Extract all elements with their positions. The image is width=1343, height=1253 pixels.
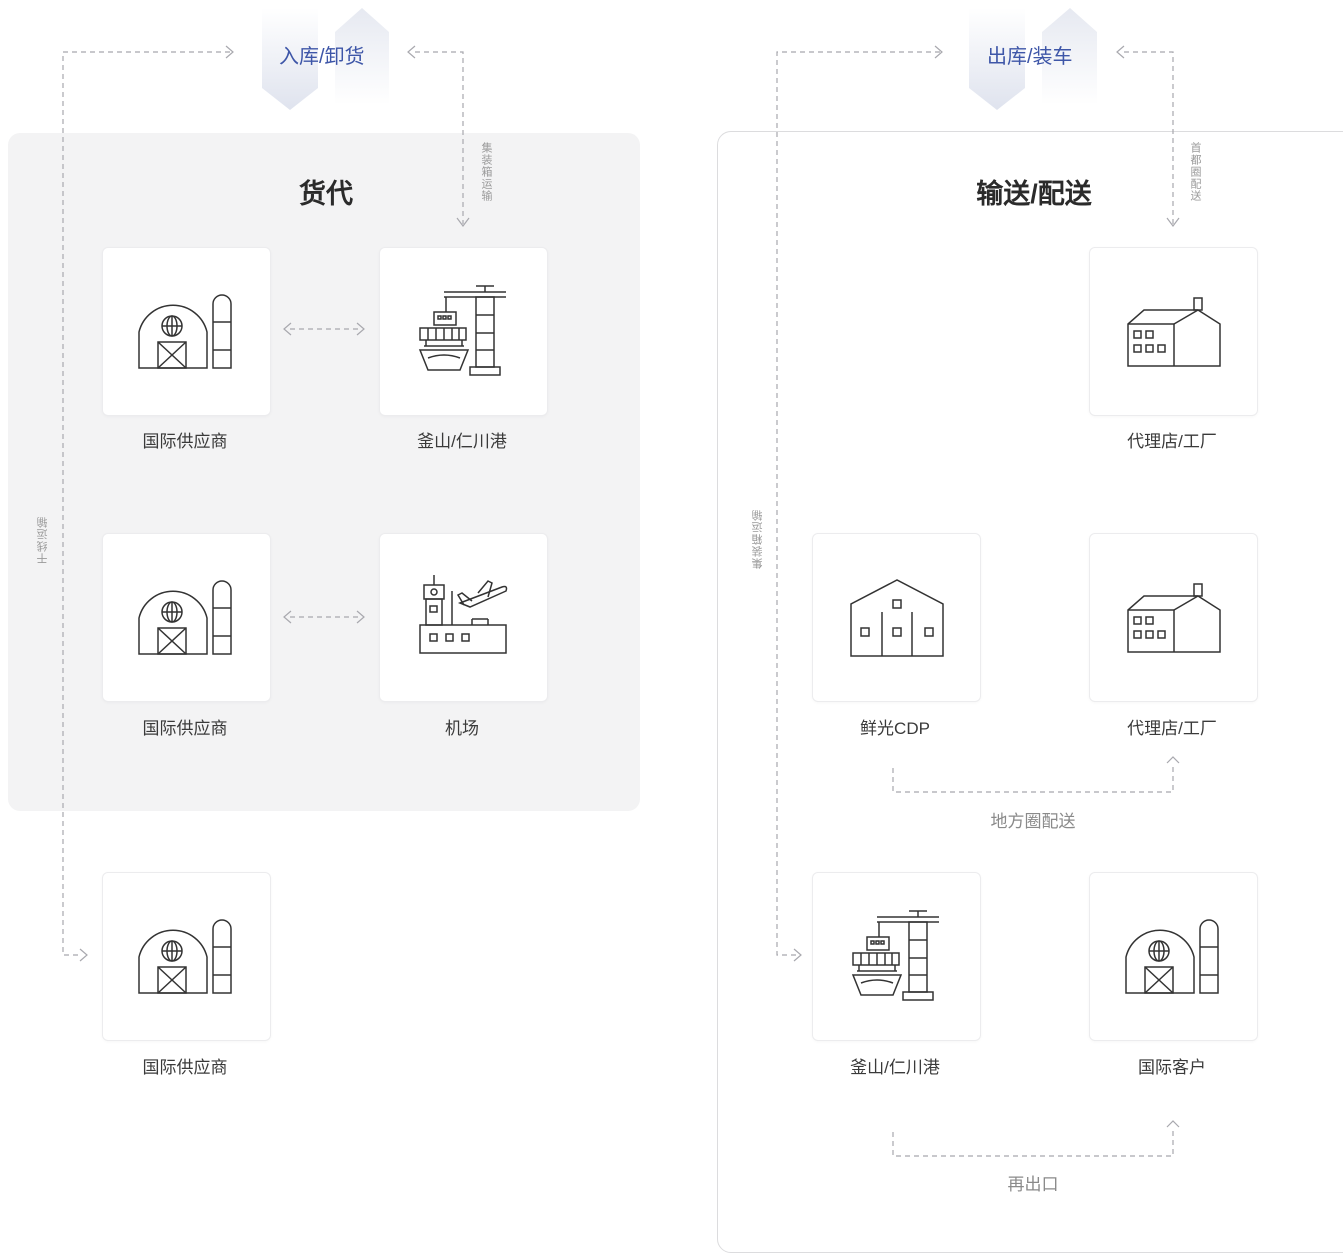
busan-incheon-port-card [379,247,548,416]
port-crane-icon [418,284,506,376]
international-supplier-card [102,872,271,1041]
forwarder-panel [8,133,640,811]
international-supplier-card [102,533,271,702]
distribution-center-icon [849,578,944,657]
down-arrow-shape [969,8,1025,110]
warehouse-icon [1124,918,1219,994]
inbound-unloading-label: 入库/卸货 [279,46,365,68]
factory-icon [1126,582,1221,653]
card-label: 国际供应商 [142,432,228,451]
top-arrow-shapes [262,8,1097,110]
delivery-panel-title: 输送/配送 [976,179,1092,209]
card-label: 釜山/仁川港 [850,1058,940,1077]
distribution-center-card [812,533,981,702]
up-arrow-shape [1042,8,1097,105]
metro-delivery-label: 首都圈配送 [1189,142,1201,202]
international-customer-card [1089,872,1258,1041]
local-delivery-label: 地方圈配送 [990,812,1076,831]
container-transport-label: 集装箱运输 [752,509,764,569]
outbound-loading-label: 出库/装车 [987,46,1073,68]
warehouse-icon [137,579,232,655]
card-label: 代理店/工厂 [1127,719,1217,738]
factory-icon [1126,296,1221,367]
container-transport-label: 集装箱运输 [480,142,492,202]
card-label: 鲜光CDP [860,719,930,738]
card-label: 机场 [445,719,479,738]
up-arrow-shape [335,8,389,105]
international-supplier-card [102,247,271,416]
card-label: 代理店/工厂 [1127,432,1217,451]
warehouse-icon [137,293,232,369]
warehouse-icon [137,918,232,994]
forwarder-panel-title: 货代 [299,179,353,209]
card-label: 国际客户 [1138,1058,1206,1077]
agency-factory-card [1089,533,1258,702]
trunk-transport-label: 干线运输 [37,516,49,564]
airport-icon [418,574,507,654]
busan-incheon-port-card [812,872,981,1041]
port-crane-icon [851,909,939,1001]
card-label: 国际供应商 [142,719,228,738]
re-export-label: 再出口 [1007,1175,1059,1194]
card-label: 釜山/仁川港 [417,432,507,451]
arrowhead [79,948,88,962]
agency-factory-card [1089,247,1258,416]
down-arrow-shape [262,8,318,110]
card-label: 国际供应商 [142,1058,228,1077]
airport-card [379,533,548,702]
